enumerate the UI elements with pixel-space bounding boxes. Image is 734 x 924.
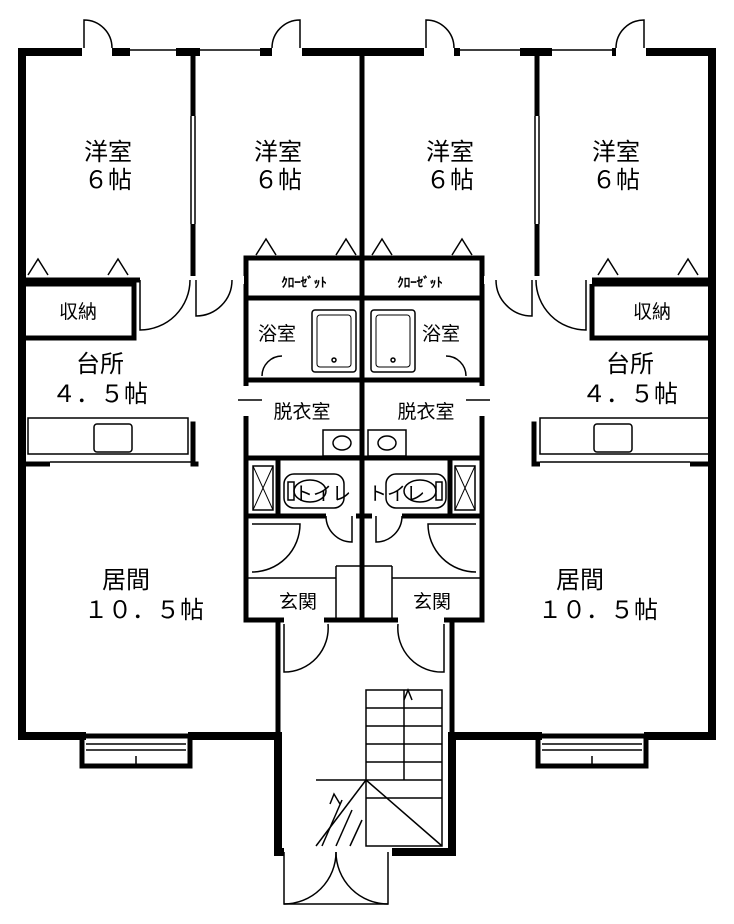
pipe-shaft-left <box>252 465 274 511</box>
storage-left-walls <box>19 281 137 341</box>
room-western-3-name: 洋室 <box>426 138 474 166</box>
room-western-2-name: 洋室 <box>254 138 302 166</box>
room-closet-right: ｸﾛｰｾﾞｯﾄ <box>397 275 443 291</box>
living-window-right <box>535 732 649 769</box>
bathtub-right <box>370 309 416 373</box>
staircase <box>315 687 443 847</box>
room-western-2-size: ６帖 <box>254 166 302 194</box>
room-western-1-name: 洋室 <box>84 138 132 166</box>
sink-right <box>593 423 633 453</box>
room-bath-right: 浴室 <box>422 323 460 345</box>
washbasin-right <box>367 429 407 457</box>
room-western-4-name: 洋室 <box>592 138 640 166</box>
pipe-shaft-right <box>454 465 476 511</box>
bedroom-doors <box>139 279 233 331</box>
room-living-left-name: 居間 <box>102 566 150 594</box>
living-window-left <box>79 732 193 769</box>
room-kitchen-right-size: ４．５帖 <box>582 380 678 408</box>
main-entrance-doors <box>283 851 389 905</box>
room-living-right-name: 居間 <box>556 566 604 594</box>
balcony-doors-top <box>83 19 645 49</box>
toilet-fixture-right <box>385 473 447 509</box>
room-dressing-left: 脱衣室 <box>273 401 330 423</box>
room-bath-left: 浴室 <box>258 323 296 345</box>
sink-left <box>93 423 133 453</box>
room-kitchen-left-name: 台所 <box>76 350 124 378</box>
room-living-right-size: １０．５帖 <box>538 596 658 624</box>
room-dressing-right: 脱衣室 <box>397 401 454 423</box>
washbasin-left <box>322 429 362 457</box>
bedroom-doors-right <box>495 279 587 331</box>
room-storage-left: 収納 <box>59 301 97 323</box>
room-kitchen-left-size: ４．５帖 <box>52 380 148 408</box>
room-western-3-size: ６帖 <box>426 166 474 194</box>
room-kitchen-right-name: 台所 <box>606 350 654 378</box>
room-storage-right: 収納 <box>633 301 671 323</box>
room-western-1-size: ６帖 <box>84 166 132 194</box>
room-living-left-size: １０．５帖 <box>84 596 204 624</box>
closet-markers <box>27 237 699 276</box>
room-toilet-right: トイレ <box>368 483 425 505</box>
storage-right-walls <box>589 281 715 341</box>
room-entrance-right: 玄関 <box>413 591 451 613</box>
room-toilet-left: トイレ <box>294 483 351 505</box>
bathtub-left <box>311 309 357 373</box>
room-western-4-size: ６帖 <box>592 166 640 194</box>
room-closet-left: ｸﾛｰｾﾞｯﾄ <box>281 275 327 291</box>
toilet-fixture-left <box>283 473 345 509</box>
room-entrance-left: 玄関 <box>279 591 317 613</box>
